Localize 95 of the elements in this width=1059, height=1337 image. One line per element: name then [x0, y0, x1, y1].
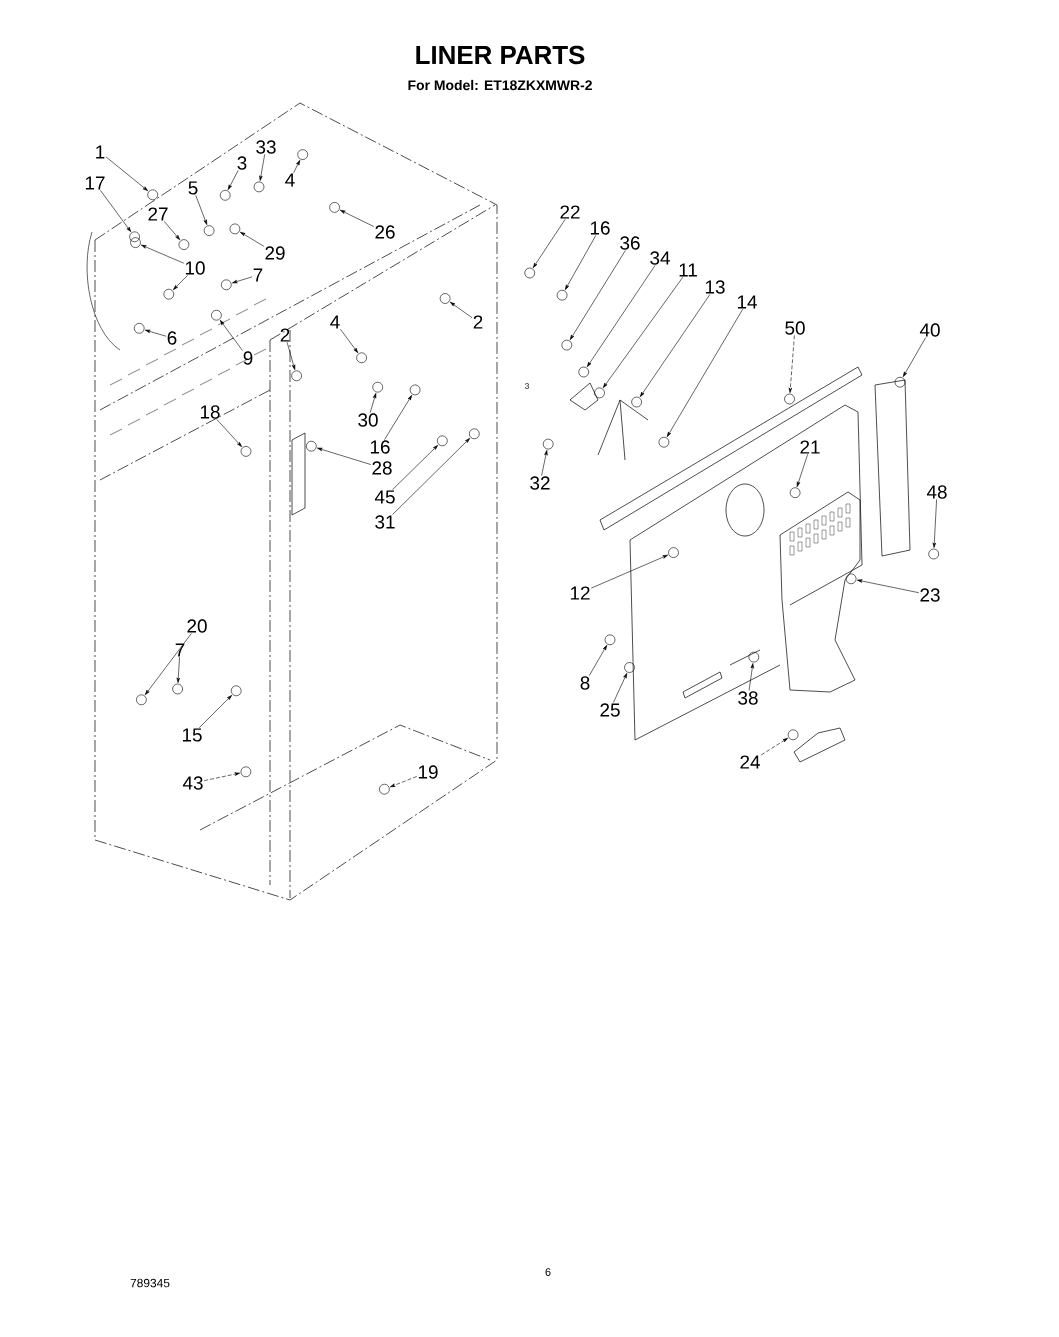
leader-line: [796, 454, 808, 487]
leader-line: [195, 195, 208, 225]
leader-line: [163, 221, 181, 240]
leader-line: [105, 156, 149, 192]
leader-line: [564, 235, 597, 290]
callout-number: 11: [679, 263, 697, 277]
leader-line: [748, 663, 754, 691]
leader-line: [602, 276, 684, 388]
callout-number: 2: [280, 328, 290, 342]
leader-line: [145, 329, 167, 337]
title: LINER PARTS: [416, 45, 585, 65]
callout-number: 7: [175, 643, 185, 657]
leader-line: [141, 244, 185, 264]
callout-number: 30: [358, 413, 378, 427]
callout-number: 29: [265, 246, 285, 260]
callout-number: 34: [650, 251, 670, 265]
leader-line: [760, 737, 788, 756]
leader-line: [589, 645, 608, 676]
leader-line: [199, 695, 232, 728]
callout-number: 27: [148, 207, 168, 221]
leader-line: [227, 170, 239, 190]
callout-number: 2: [473, 315, 483, 329]
leader-line: [259, 154, 265, 181]
callout-number: 15: [182, 728, 202, 742]
leader-line: [590, 554, 668, 589]
callout-number: 40: [919, 323, 940, 337]
leader-line: [100, 189, 132, 232]
callout-number: 50: [785, 321, 805, 335]
callout-number: 7: [253, 268, 263, 282]
leader-line: [340, 328, 359, 353]
callout-number: 6: [167, 331, 177, 345]
leader-line: [613, 673, 628, 703]
leader-line: [369, 393, 377, 413]
leader-line: [219, 320, 243, 351]
callout-number: 8: [580, 676, 590, 690]
callout-number: 48: [926, 485, 947, 499]
leader-line: [240, 231, 265, 247]
callout-number: 26: [375, 225, 395, 239]
callout-number: 23: [920, 588, 940, 602]
leader-line: [569, 250, 626, 340]
leader-line: [392, 444, 439, 490]
callout-number: 5: [188, 181, 198, 195]
leader-line: [216, 419, 242, 447]
leader-line: [384, 395, 413, 440]
callout-number: 19: [418, 765, 438, 779]
leader-line: [232, 276, 253, 284]
callout-number: 38: [738, 691, 758, 705]
callout-number: 3: [237, 156, 247, 170]
leader-line: [293, 160, 301, 174]
callout-number: 13: [705, 280, 725, 294]
callout-number: 4: [285, 173, 295, 187]
leader-line: [317, 447, 372, 465]
callout-number: 25: [600, 703, 620, 717]
leader-line: [586, 265, 656, 367]
callout-number: 24: [740, 755, 760, 769]
leader-line: [932, 499, 937, 548]
document-code: 789345: [130, 1278, 170, 1288]
callout-number: 18: [200, 405, 220, 419]
leader-line: [340, 209, 375, 227]
callout-number: 12: [570, 586, 590, 600]
page-number: 6: [545, 1268, 551, 1276]
leader-line: [788, 335, 795, 393]
callout-number: 36: [620, 236, 640, 250]
callout-number: 16: [590, 221, 610, 235]
callout-number: 17: [85, 176, 105, 190]
leader-line: [666, 308, 744, 437]
leader-line: [176, 656, 180, 683]
leader-line: [857, 579, 920, 593]
leader-line: [144, 633, 192, 695]
callout-number: 33: [256, 140, 276, 154]
leader-line: [541, 450, 548, 476]
leader-line: [639, 294, 711, 398]
callout-number: 20: [187, 619, 207, 633]
model-number: For Model: ET18ZKXMWR-2: [408, 79, 592, 91]
leader-line: [173, 275, 188, 290]
callout-number: 28: [372, 461, 392, 475]
callout-number: 32: [530, 476, 550, 490]
leader-line: [450, 301, 473, 319]
callout-number: 1: [96, 145, 105, 159]
callout-number: 10: [185, 261, 205, 275]
callout-number: 4: [330, 315, 340, 329]
callout-number: 14: [737, 295, 757, 309]
callout-number: 9: [243, 351, 253, 365]
leader-line: [392, 438, 471, 515]
callout-number: 31: [375, 515, 395, 529]
leader-line: [203, 772, 240, 781]
leader-line: [390, 776, 418, 788]
callout-number: 22: [560, 205, 580, 219]
callout-number: 43: [182, 776, 203, 790]
leader-line: [532, 219, 566, 268]
leader-line: [286, 342, 296, 370]
callout-number: 21: [800, 440, 820, 454]
callout-number: 16: [370, 440, 390, 454]
callout-number: 45: [374, 490, 395, 504]
leader-line: [902, 337, 927, 377]
